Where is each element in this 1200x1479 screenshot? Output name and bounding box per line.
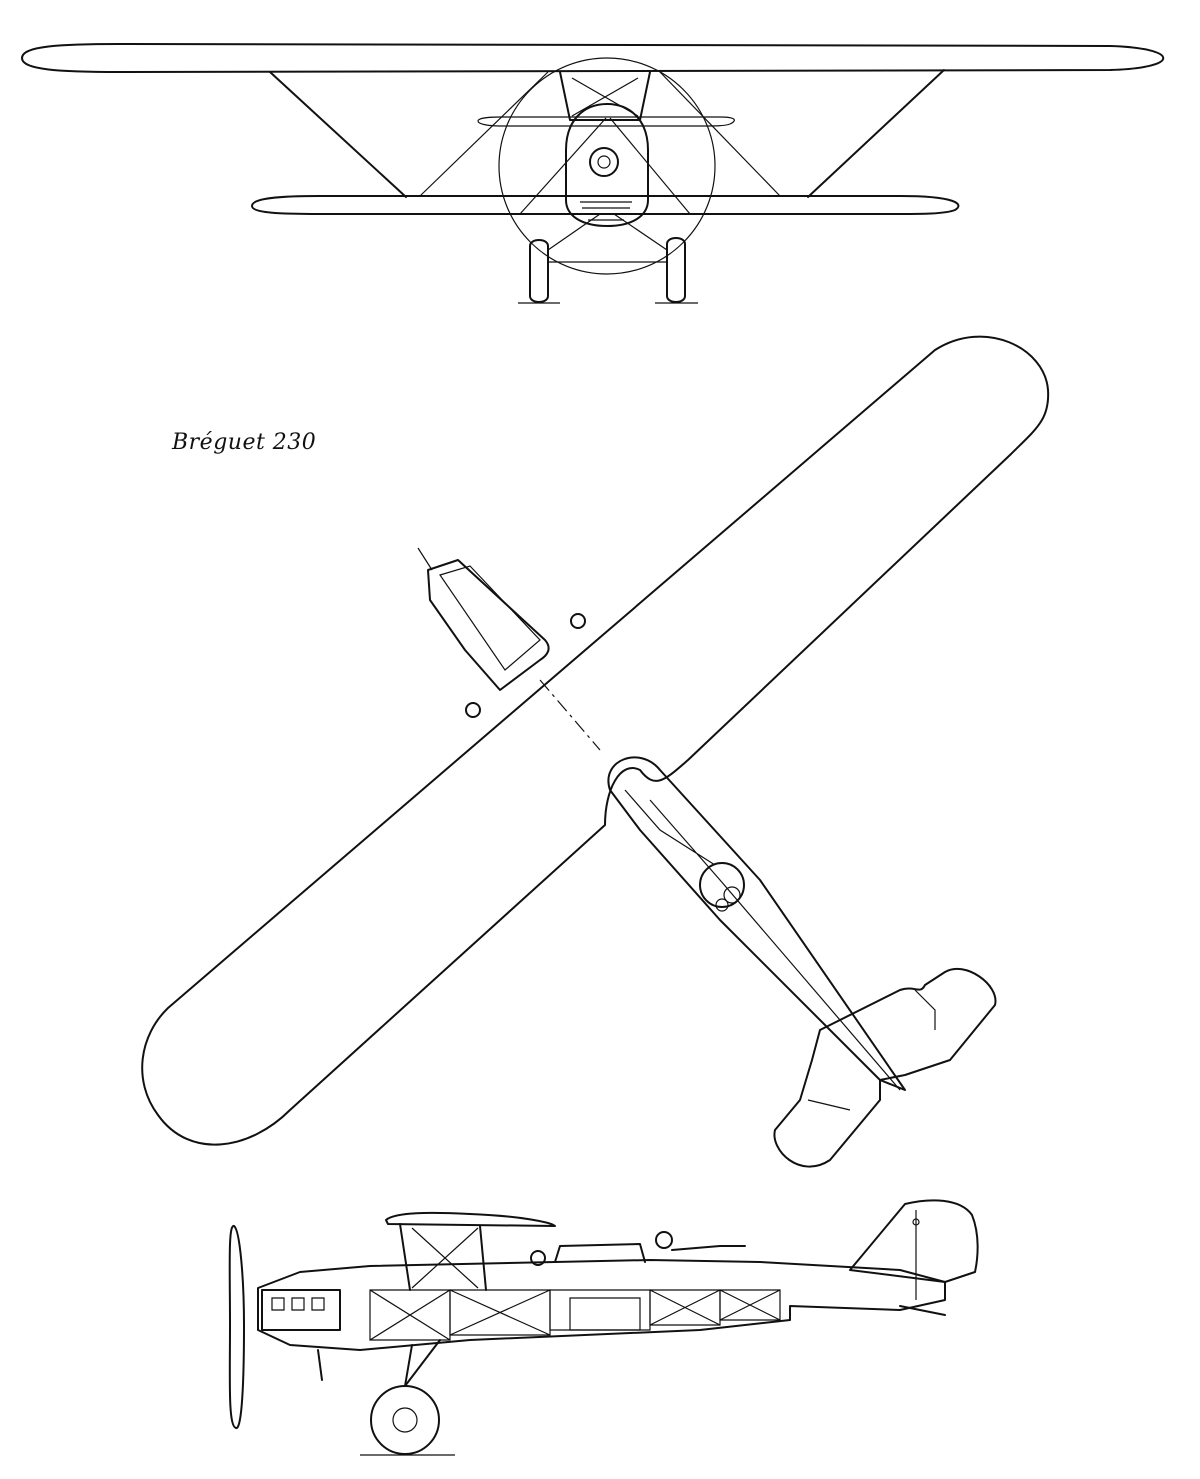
top-wing-planform [141, 335, 1050, 1146]
front-propeller-disc [498, 57, 716, 275]
side-fuselage-truss [369, 1289, 781, 1341]
aircraft-caption: Bréguet 230 [172, 430, 317, 455]
front-tailplane [477, 116, 735, 127]
side-gunner-figure [655, 1231, 673, 1249]
side-vertical-tail [849, 1199, 979, 1283]
top-rear-gunner-ring [699, 862, 745, 908]
front-strut-left [269, 71, 407, 198]
side-pilot-figure [530, 1250, 546, 1266]
side-cockpit [554, 1243, 646, 1263]
side-fuselage [257, 1259, 946, 1351]
front-upper-wing [21, 43, 1164, 73]
side-view [228, 1199, 979, 1456]
side-upper-wing [385, 1211, 556, 1227]
top-wing-centerline [539, 679, 601, 751]
top-rear-fuselage [607, 756, 906, 1091]
front-strut-right [807, 69, 945, 198]
side-machine-gun [671, 1245, 746, 1251]
side-main-wheel [370, 1385, 440, 1455]
front-lower-wing [251, 195, 960, 215]
top-engine-nacelle [427, 559, 550, 691]
front-wheel-right [666, 237, 686, 303]
top-horizontal-tail [773, 967, 997, 1168]
side-propeller [228, 1224, 245, 1430]
top-view [141, 335, 1050, 1168]
front-view [21, 43, 1164, 304]
front-wheel-left [529, 239, 549, 303]
front-engine-cowling [565, 103, 649, 227]
